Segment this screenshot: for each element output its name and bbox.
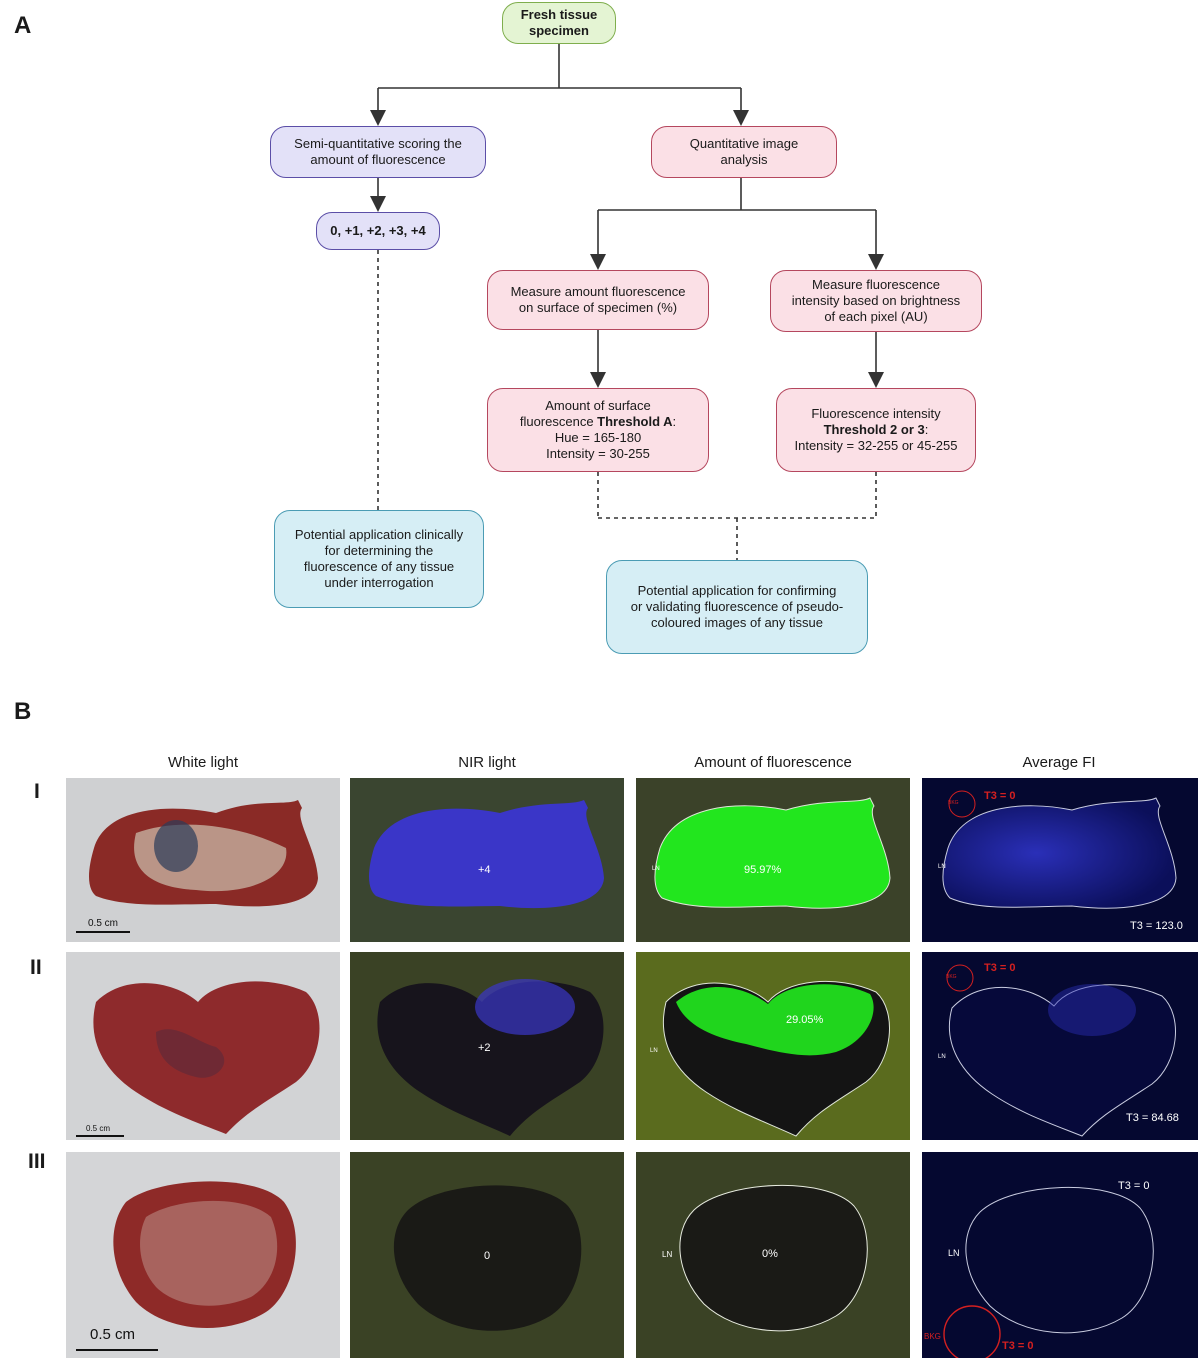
column-header-amount-fluorescence: Amount of fluorescence [694, 754, 852, 771]
row-i-nir-image: +4 [350, 778, 624, 942]
row-i-bkg-label: BKG [948, 800, 959, 806]
node-threshold-2-3: Fluorescence intensity Threshold 2 or 3:… [776, 388, 976, 472]
row-i-percent-label: 95.97% [744, 864, 782, 876]
row-ii-t3-ln: T3 = 84.68 [1126, 1112, 1179, 1124]
row-ii-nir-image: +2 [350, 952, 624, 1140]
row-iii-t3-bkg: T3 = 0 [1002, 1340, 1034, 1352]
row-i-scale-label: 0.5 cm [88, 918, 119, 929]
row-iii-t3-ln: T3 = 0 [1118, 1180, 1150, 1192]
row-label-i: I [34, 780, 40, 803]
panel-letter-b: B [14, 698, 32, 725]
row-i-score-label: +4 [478, 864, 491, 876]
row-iii-ln-label-fi: LN [948, 1248, 960, 1258]
row-iii-bkg-label: BKG [924, 1332, 941, 1341]
column-header-nir-light: NIR light [458, 754, 516, 771]
row-ii-percent-label: 29.05% [786, 1014, 824, 1026]
row-iii-white-light-image: 0.5 cm [66, 1152, 340, 1358]
column-header-average-fi: Average FI [1022, 754, 1096, 771]
row-ii-average-fi-image: BKG T3 = 0 LN T3 = 84.68 [922, 952, 1198, 1140]
row-i-t3-ln: T3 = 123.0 [1130, 920, 1183, 932]
flowchart-connectors [370, 44, 884, 560]
row-i-t3-bkg: T3 = 0 [984, 790, 1016, 802]
row-ii-bkg-label: BKG [946, 974, 957, 980]
row-label-iii: III [28, 1150, 46, 1173]
node-score-scale: 0, +1, +2, +3, +4 [316, 212, 440, 250]
row-i-average-fi-image: BKG T3 = 0 LN T3 = 123.0 [922, 778, 1198, 942]
row-i-white-light-image: 0.5 cm [66, 778, 340, 942]
row-ii-scale-label: 0.5 cm [86, 1124, 111, 1133]
row-iii-amount-image: LN 0% [636, 1152, 910, 1358]
row-iii-score-label: 0 [484, 1250, 491, 1262]
row-i-ln-label: LN [652, 866, 660, 872]
row-ii-amount-image: LN 29.05% [636, 952, 910, 1140]
row-ii-white-light-image: 0.5 cm [66, 952, 340, 1140]
row-label-ii: II [30, 956, 42, 979]
row-ii-ln-label-fi: LN [938, 1054, 946, 1060]
panel-letter-a: A [14, 12, 32, 39]
row-iii-ln-label: LN [662, 1250, 673, 1259]
row-iii-percent-label: 0% [762, 1248, 778, 1260]
row-ii-t3-bkg: T3 = 0 [984, 962, 1016, 974]
row-ii-ln-label: LN [650, 1048, 658, 1054]
row-ii-score-label: +2 [478, 1042, 491, 1054]
row-iii-nir-image: 0 [350, 1152, 624, 1358]
row-iii-average-fi-image: T3 = 0 LN BKG T3 = 0 [922, 1152, 1198, 1358]
row-i-amount-image: LN 95.97% [636, 778, 910, 942]
node-threshold-a: Amount of surface fluorescence Threshold… [487, 388, 709, 472]
row-iii-scale-label: 0.5 cm [90, 1326, 136, 1343]
row-i-ln-label-fi: LN [938, 864, 946, 870]
column-header-white-light: White light [167, 754, 239, 771]
